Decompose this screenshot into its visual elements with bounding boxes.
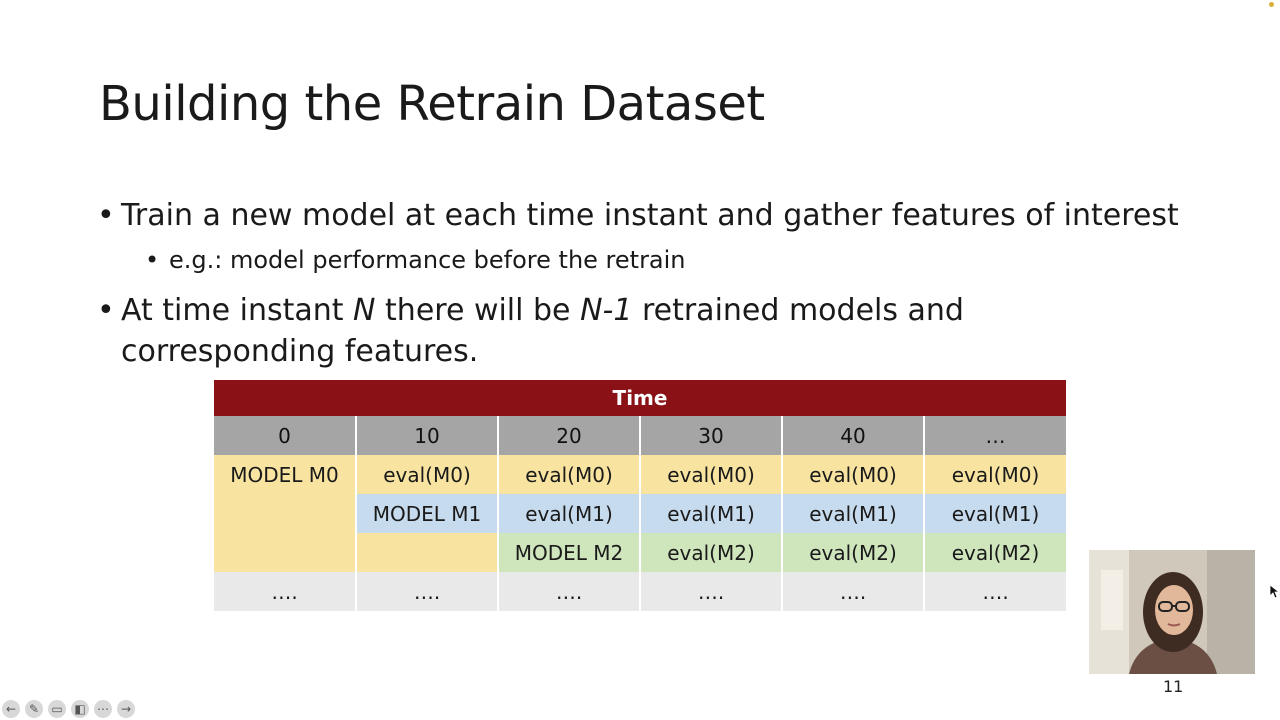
table-row-ellipsis: …. …. …. …. …. …. xyxy=(214,572,1066,611)
bullet-dot: • xyxy=(97,293,115,328)
bullet-dot: • xyxy=(97,198,115,233)
bullet-text-part: there will be xyxy=(375,293,581,328)
table-cell: MODEL M0 xyxy=(214,455,357,494)
captions-icon[interactable]: ▭ xyxy=(48,700,66,718)
pen-icon[interactable]: ✎ xyxy=(25,700,43,718)
time-tick: 40 xyxy=(782,416,925,455)
table-cell: eval(M2) xyxy=(640,533,783,572)
time-header: Time xyxy=(214,380,1066,416)
time-tick: 20 xyxy=(498,416,641,455)
table-cell: eval(M2) xyxy=(924,533,1066,572)
bullet-dot: • xyxy=(145,246,160,274)
table-cell: eval(M1) xyxy=(782,494,925,533)
table-cell: …. xyxy=(782,572,925,611)
table-cell: eval(M0) xyxy=(782,455,925,494)
bullet-text-line2: corresponding features. xyxy=(121,334,479,369)
presenter-video xyxy=(1089,550,1255,674)
table-cell: eval(M1) xyxy=(924,494,1066,533)
table-cell xyxy=(356,533,499,572)
table-cell: …. xyxy=(498,572,641,611)
table-cell: MODEL M2 xyxy=(498,533,641,572)
recording-indicator-icon xyxy=(1269,2,1274,7)
table-cell: eval(M0) xyxy=(924,455,1066,494)
table-cell xyxy=(214,533,357,572)
table-row-m1: MODEL M1 eval(M1) eval(M1) eval(M1) eval… xyxy=(214,494,1066,533)
bullet-text-part: At time instant xyxy=(121,293,354,328)
time-tick: 30 xyxy=(640,416,783,455)
time-tick: 10 xyxy=(356,416,499,455)
mouse-cursor-icon xyxy=(1270,585,1280,599)
camera-off-icon[interactable]: ◧ xyxy=(71,700,89,718)
table-cell: …. xyxy=(214,572,357,611)
table-cell: eval(M0) xyxy=(498,455,641,494)
variable-n: N xyxy=(353,293,376,328)
bullet-text-part: retrained models and xyxy=(632,293,964,328)
time-tick: … xyxy=(924,416,1066,455)
table-cell: eval(M1) xyxy=(498,494,641,533)
slide-title: Building the Retrain Dataset xyxy=(99,76,765,132)
time-ticks-row: 0 10 20 30 40 … xyxy=(214,416,1066,455)
time-tick: 0 xyxy=(214,416,357,455)
bullet-text: Train a new model at each time instant a… xyxy=(121,198,1179,233)
more-icon[interactable]: ⋯ xyxy=(94,700,112,718)
sub-bullet-text: e.g.: model performance before the retra… xyxy=(169,246,686,274)
table-row-m2: MODEL M2 eval(M2) eval(M2) eval(M2) xyxy=(214,533,1066,572)
table-cell: …. xyxy=(924,572,1066,611)
table-cell: eval(M1) xyxy=(640,494,783,533)
page-number: 11 xyxy=(1163,677,1184,696)
table-cell: eval(M2) xyxy=(782,533,925,572)
table-cell xyxy=(214,494,357,533)
forward-arrow-icon[interactable]: → xyxy=(117,700,135,718)
table-cell: MODEL M1 xyxy=(356,494,499,533)
back-arrow-icon[interactable]: ← xyxy=(2,700,20,718)
bullet-time-instant: • At time instant N there will be N-1 re… xyxy=(97,290,964,372)
presentation-toolbar: ← ✎ ▭ ◧ ⋯ → xyxy=(2,700,135,718)
retrain-timeline-table: Time 0 10 20 30 40 … MODEL M0 eval(M0) e… xyxy=(214,380,1066,611)
presenter-figure-icon xyxy=(1089,550,1255,674)
table-cell: eval(M0) xyxy=(640,455,783,494)
table-row-m0: MODEL M0 eval(M0) eval(M0) eval(M0) eval… xyxy=(214,455,1066,494)
table-cell: …. xyxy=(356,572,499,611)
sub-bullet-example: • e.g.: model performance before the ret… xyxy=(145,244,686,276)
bullet-train-model: • Train a new model at each time instant… xyxy=(97,195,1179,236)
table-cell: …. xyxy=(640,572,783,611)
table-cell: eval(M0) xyxy=(356,455,499,494)
variable-n-minus-1: N-1 xyxy=(580,293,633,328)
